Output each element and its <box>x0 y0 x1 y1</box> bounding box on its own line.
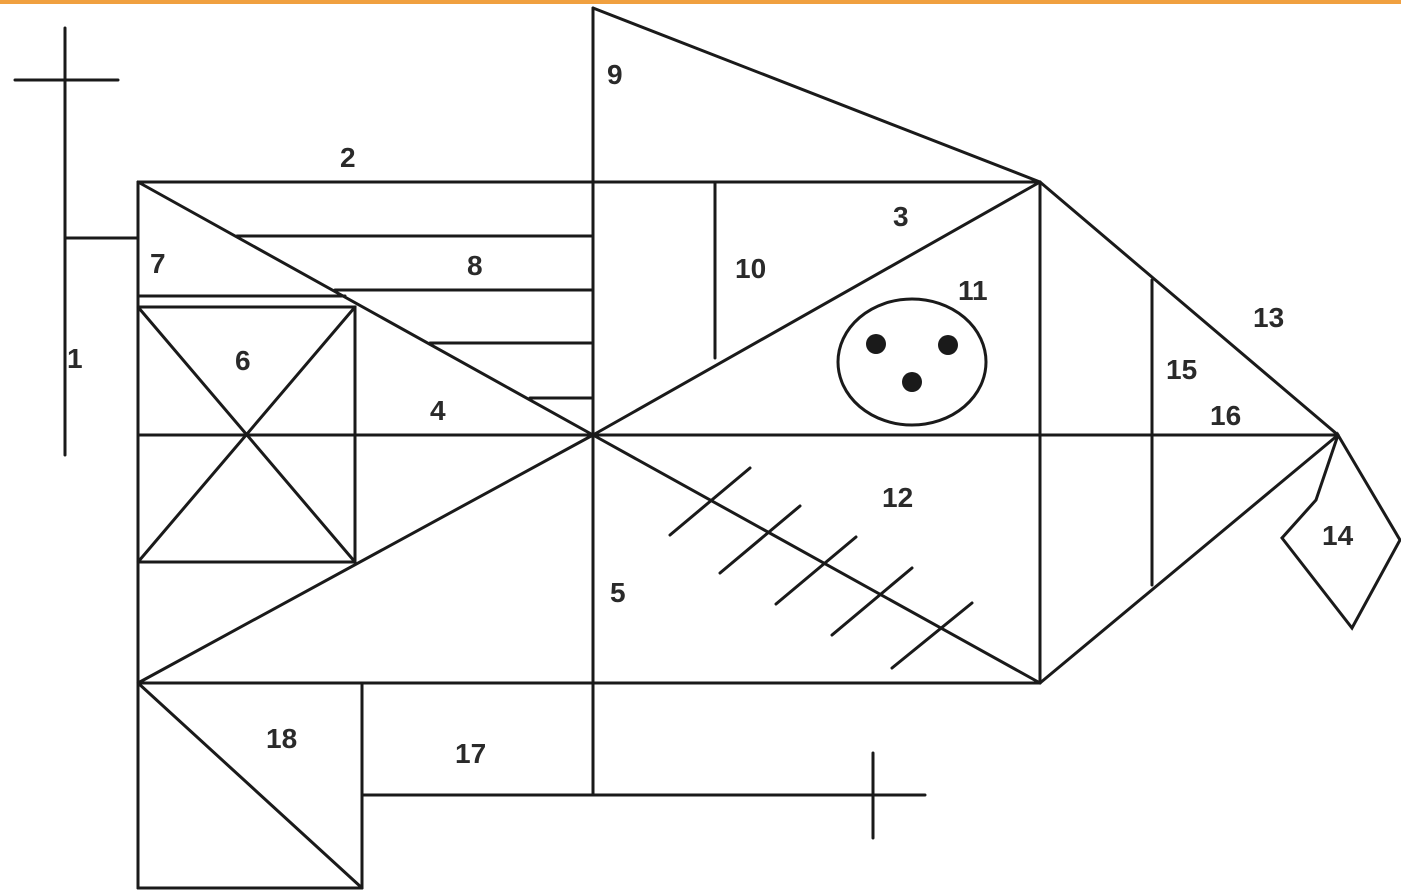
main-rectangle <box>138 182 1040 888</box>
label-18: 18 <box>266 723 297 754</box>
label-4: 4 <box>430 395 446 426</box>
triangle-9-edge <box>593 8 1040 182</box>
label-15: 15 <box>1166 354 1197 385</box>
bottom-shapes <box>138 683 925 888</box>
label-13: 13 <box>1253 302 1284 333</box>
label-6: 6 <box>235 345 251 376</box>
label-3: 3 <box>893 201 909 232</box>
main-diagonals <box>138 182 1040 683</box>
label-16: 16 <box>1210 400 1241 431</box>
label-12: 12 <box>882 482 913 513</box>
label-7: 7 <box>150 248 166 279</box>
shape-1-cross <box>15 28 138 455</box>
lines-8 <box>237 236 593 398</box>
label-9: 9 <box>607 59 623 90</box>
label-8: 8 <box>467 250 483 281</box>
label-17: 17 <box>455 738 486 769</box>
tail-triangle <box>1040 182 1338 683</box>
circle-11 <box>838 299 986 425</box>
label-11: 11 <box>958 275 988 306</box>
label-14: 14 <box>1322 520 1354 551</box>
label-2: 2 <box>340 142 356 173</box>
hatch-marks-12 <box>670 468 972 668</box>
label-5: 5 <box>610 577 626 608</box>
label-1: 1 <box>67 343 83 374</box>
label-10: 10 <box>735 253 766 284</box>
